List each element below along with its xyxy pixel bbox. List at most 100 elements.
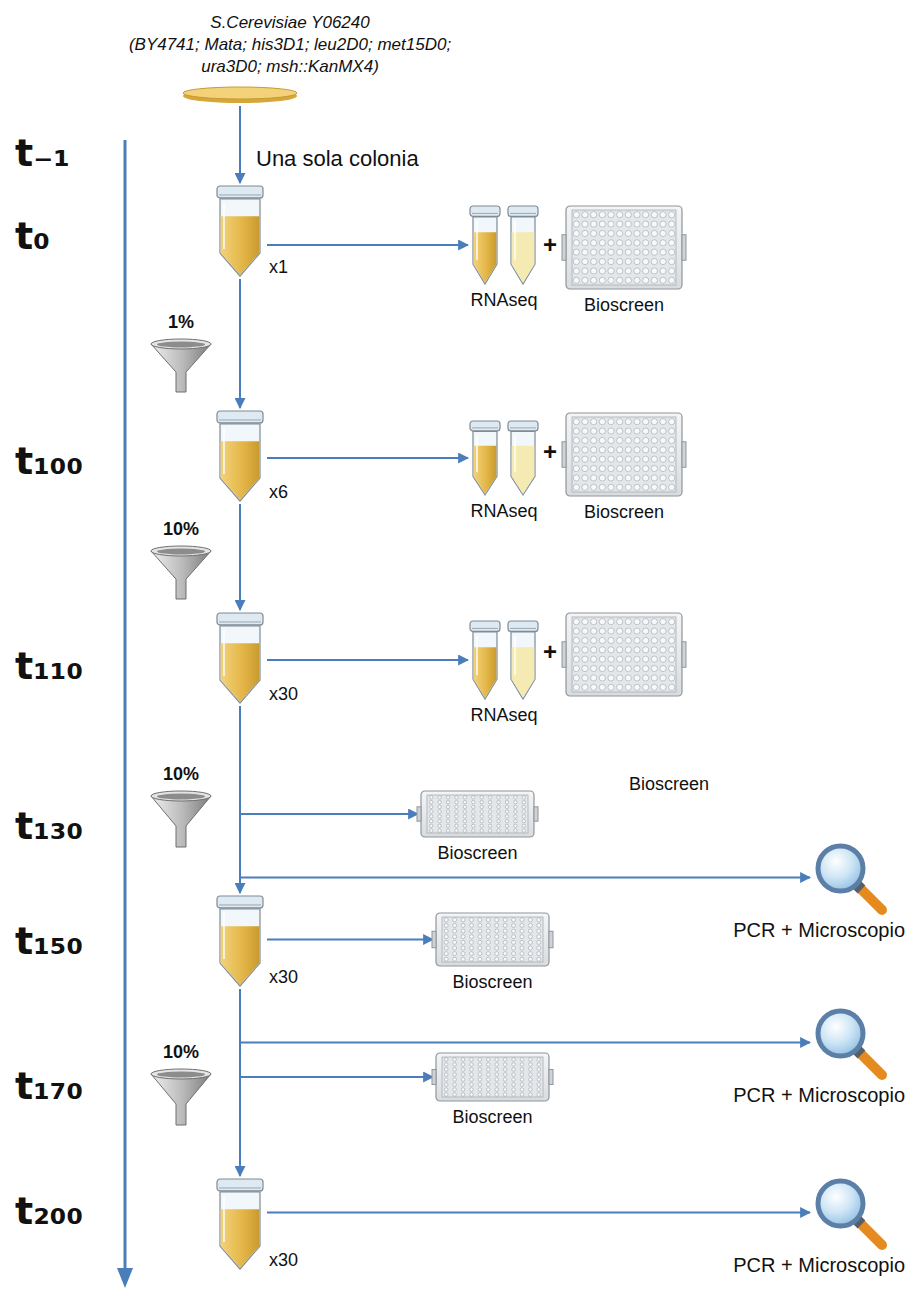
rnaseq-tubes: RNAseq	[470, 205, 538, 285]
plate-well	[529, 1093, 533, 1097]
plate-well	[488, 829, 491, 832]
plate-well	[429, 824, 432, 827]
plate-well	[529, 1058, 533, 1062]
plate-well	[591, 419, 597, 425]
node-text: x30	[269, 683, 298, 706]
plate-well	[617, 637, 623, 643]
plate-well	[660, 258, 666, 264]
plate-well	[429, 815, 432, 818]
dilution-funnel: 10%	[150, 1068, 212, 1126]
plate-well	[643, 475, 649, 481]
plate-well	[446, 815, 449, 818]
plate-well	[478, 1078, 482, 1082]
node-label: 10%	[163, 518, 199, 541]
tube-shine	[476, 221, 478, 260]
plate-well	[461, 1058, 465, 1062]
plate-well	[522, 805, 525, 808]
tube-cap	[217, 896, 263, 908]
tube-body	[511, 632, 535, 699]
plate-well	[455, 829, 458, 832]
plate-well	[480, 829, 483, 832]
plate-well	[453, 918, 457, 922]
plate-well	[582, 456, 588, 462]
plate-well	[573, 249, 579, 255]
plate-well	[591, 465, 597, 471]
plate-well	[480, 815, 483, 818]
plate-well	[461, 1063, 465, 1067]
plate-well	[444, 1083, 448, 1087]
plate-well	[599, 249, 605, 255]
plate-well	[669, 665, 675, 671]
plate-well	[669, 647, 675, 653]
funnel-mouth	[151, 339, 211, 349]
plate-well	[625, 249, 631, 255]
plate-well	[505, 815, 508, 818]
plate-well	[512, 1058, 516, 1062]
plate-well	[599, 258, 605, 264]
plate-well	[486, 929, 490, 933]
plate-well	[503, 1058, 507, 1062]
plate-well	[472, 796, 475, 799]
plate-well	[453, 929, 457, 933]
tube-shine	[476, 435, 478, 472]
plate-well	[520, 946, 524, 950]
node-shape	[470, 620, 538, 700]
plate-well	[582, 465, 588, 471]
plate-well	[488, 810, 491, 813]
plate-well	[660, 277, 666, 283]
plate-frame	[421, 791, 534, 837]
strain-name: (BY4741; Mata; his3D1; leu2D0; met15D0; …	[105, 34, 475, 78]
plate-well	[495, 957, 499, 961]
plate-well	[505, 829, 508, 832]
plate-well	[643, 268, 649, 274]
plate-well	[582, 230, 588, 236]
plate-well	[573, 647, 579, 653]
node-text: S.Cerevisiae Y06240(BY4741; Mata; his3D1…	[105, 12, 475, 78]
plate-well	[634, 268, 640, 274]
node-text: PCR + Microscopio	[733, 1082, 905, 1108]
plate-well	[660, 619, 666, 625]
plate-well	[573, 656, 579, 662]
plate-inner	[572, 210, 676, 285]
plate-well	[625, 419, 631, 425]
plate-well	[537, 952, 541, 956]
plate-well	[573, 619, 579, 625]
plate-well	[591, 637, 597, 643]
petri-dish: S.Cerevisiae Y06240(BY4741; Mata; his3D1…	[182, 84, 298, 104]
plate-well	[669, 277, 675, 283]
plate-well	[617, 475, 623, 481]
node-label: PCR + Microscopio	[733, 1082, 905, 1108]
plate-well	[582, 675, 588, 681]
plate-well	[617, 277, 623, 283]
plate-well	[520, 1078, 524, 1082]
plate-well	[495, 1063, 499, 1067]
plate-well	[470, 1073, 474, 1077]
plate-well	[478, 1083, 482, 1087]
plate-well	[480, 819, 483, 822]
edge-label: Una sola colonia	[254, 146, 421, 172]
plate-well	[455, 805, 458, 808]
plate-well	[537, 1078, 541, 1082]
plate-well	[520, 918, 524, 922]
plate-well	[599, 675, 605, 681]
node-shape	[812, 840, 887, 915]
plate-well	[608, 221, 614, 227]
plate-well	[608, 628, 614, 634]
plate-well	[469, 923, 473, 927]
plate-well	[520, 1088, 524, 1092]
plate-well	[446, 819, 449, 822]
plate-well	[643, 656, 649, 662]
plate-well	[669, 221, 675, 227]
plate-well	[520, 935, 524, 939]
plate-well	[505, 810, 508, 813]
funnel-cone	[151, 1074, 211, 1125]
plate-well	[591, 249, 597, 255]
plate-well	[461, 952, 465, 956]
plate-well	[444, 946, 448, 950]
plate-well	[625, 475, 631, 481]
plate-well	[488, 819, 491, 822]
plate-tab	[682, 235, 686, 261]
plate-well	[505, 796, 508, 799]
funnel-mouth	[151, 1069, 211, 1079]
